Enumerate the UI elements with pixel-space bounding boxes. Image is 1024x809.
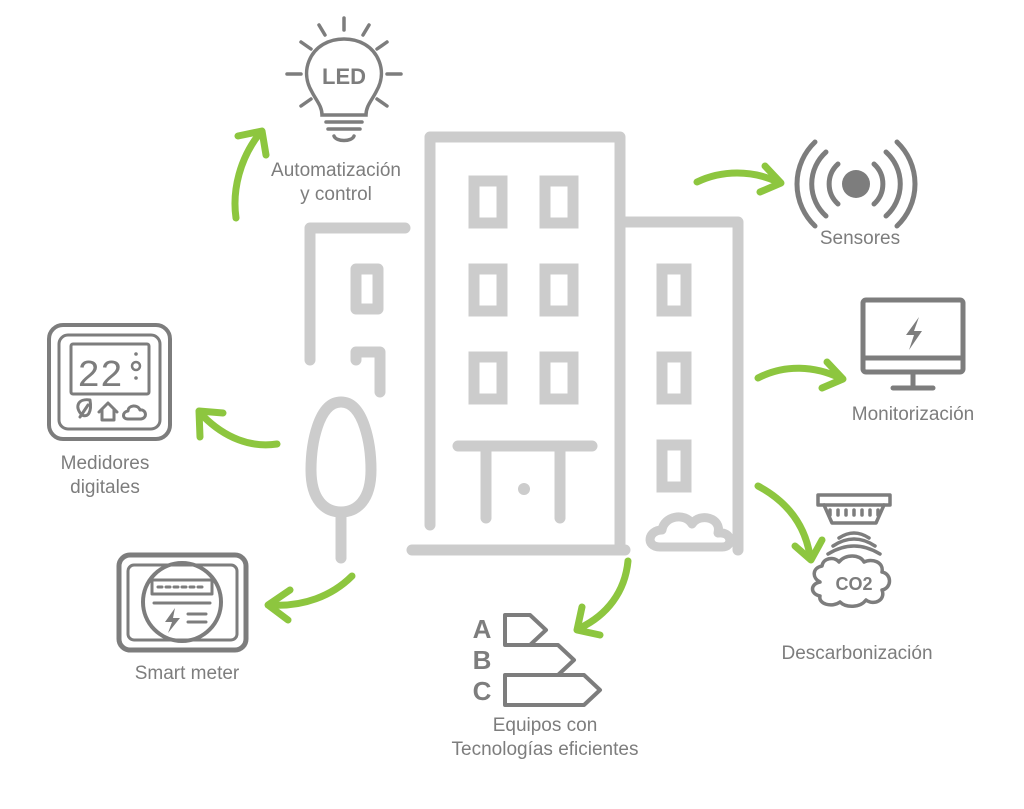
label-automatizacion-line2: y control [300,184,372,205]
arrow-to-automatizacion [231,127,270,222]
door-knob [518,483,530,495]
thermostat-dot-small-2 [134,376,138,380]
arrow-to-equipos [573,557,632,639]
building-illustration [304,131,744,556]
label-sensores-text: Sensores [819,228,901,249]
co2-detector-icon [810,493,892,608]
label-equipos: Equipos con Tecnologías eficientes [416,714,674,762]
label-automatizacion: Automatización y control [246,159,426,207]
bolt-icon [906,317,922,350]
sensor-signal-icon [794,139,918,229]
label-descarbonizacion-text: Descarbonización [781,643,933,664]
smart-meter-icon [116,552,249,653]
label-medidores-line1: Medidores [60,453,150,474]
rating-c-label: C [473,676,492,706]
energy-rating-icon [503,613,602,707]
thermostat-icon [47,323,172,441]
thermostat-display-text: 22 [77,355,123,398]
label-automatizacion-line1: Automatización [271,160,401,181]
monitor-icon [860,297,966,391]
arrow-to-sensores [693,162,785,196]
meter-bolt-icon [165,608,180,633]
label-medidores-line2: digitales [70,477,140,498]
rating-a-label: A [473,614,492,644]
label-descarbonizacion: Descarbonización [754,642,960,666]
label-medidores: Medidores digitales [40,452,170,500]
arrow-to-smart-meter [264,572,356,624]
label-sensores: Sensores [800,227,920,251]
label-equipos-line1: Equipos con [492,715,598,736]
tree-illustration [305,396,377,564]
label-monitorizacion: Monitorización [828,403,998,427]
thermostat-dot-small-1 [134,352,138,356]
thermostat-dot [130,360,142,372]
arrow-to-medidores [195,407,281,449]
co2-icon-text: CO2 [835,574,872,594]
label-equipos-line2: Tecnologías eficientes [451,739,639,760]
rating-b-label: B [473,645,492,675]
label-smart-meter: Smart meter [112,662,262,686]
building-windows [468,175,692,493]
arrow-to-monitorizacion [754,358,847,392]
led-icon-text: LED [322,64,366,89]
led-bulb-icon [285,16,403,143]
cloud-illustration [645,512,735,552]
arrow-to-descarbonizacion [754,482,826,564]
label-monitorizacion-text: Monitorización [851,404,975,425]
label-smart-meter-text: Smart meter [134,663,240,684]
